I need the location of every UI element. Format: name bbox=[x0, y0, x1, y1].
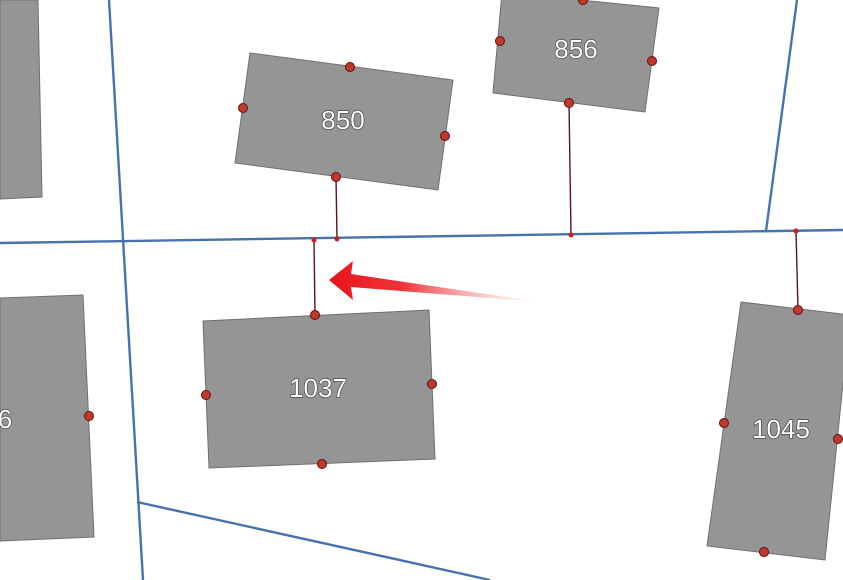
red-arrow-icon bbox=[329, 261, 540, 302]
vertex-marker[interactable] bbox=[201, 390, 211, 400]
vertex-marker[interactable] bbox=[578, 0, 588, 5]
vertex-marker[interactable] bbox=[427, 379, 437, 389]
buildings bbox=[0, 0, 843, 561]
building-label-1045: 1045 bbox=[752, 414, 810, 444]
connector-856 bbox=[568, 102, 572, 236]
vertex-marker[interactable] bbox=[759, 547, 769, 557]
vertex-marker[interactable] bbox=[331, 172, 341, 182]
parcel-line-west-vertical bbox=[107, 0, 145, 580]
snap-point[interactable] bbox=[568, 232, 574, 238]
vertex-marker[interactable] bbox=[317, 459, 327, 469]
connector-1045 bbox=[795, 230, 799, 311]
building-6[interactable] bbox=[0, 294, 95, 542]
building-label-856: 856 bbox=[554, 34, 597, 64]
vertex-marker[interactable] bbox=[345, 62, 355, 72]
parcel-line-south-diagonal bbox=[136, 500, 491, 580]
vertex-marker[interactable] bbox=[310, 310, 320, 320]
parcel-line-main-road bbox=[0, 228, 843, 245]
vertex-marker[interactable] bbox=[238, 103, 248, 113]
snap-points bbox=[311, 228, 799, 243]
vertex-markers bbox=[84, 0, 843, 557]
vertex-marker[interactable] bbox=[647, 56, 657, 66]
building-label-6: 6 bbox=[0, 404, 12, 434]
parcel-line-east-vertical bbox=[764, 0, 799, 232]
vertex-marker[interactable] bbox=[440, 131, 450, 141]
connector-850 bbox=[335, 176, 338, 240]
vertex-marker[interactable] bbox=[84, 411, 94, 421]
building-labels: 850 856 1037 1045 6 bbox=[0, 33, 811, 444]
vertex-marker[interactable] bbox=[495, 36, 505, 46]
building-label-850: 850 bbox=[321, 105, 364, 135]
building-label-1037: 1037 bbox=[289, 373, 347, 403]
snap-point[interactable] bbox=[311, 237, 317, 243]
vertex-marker[interactable] bbox=[793, 305, 803, 315]
snap-point[interactable] bbox=[793, 228, 799, 234]
connector-1037 bbox=[313, 239, 316, 316]
vertex-marker[interactable] bbox=[564, 98, 574, 108]
vertex-marker[interactable] bbox=[833, 434, 843, 444]
building-856[interactable] bbox=[492, 0, 660, 113]
snap-point[interactable] bbox=[334, 236, 340, 242]
building-1037[interactable] bbox=[202, 309, 436, 469]
building-850[interactable] bbox=[234, 52, 454, 191]
vertex-marker[interactable] bbox=[719, 418, 729, 428]
building-west-top[interactable] bbox=[0, 0, 43, 200]
connectors bbox=[313, 102, 799, 316]
building-1045[interactable] bbox=[706, 301, 843, 561]
